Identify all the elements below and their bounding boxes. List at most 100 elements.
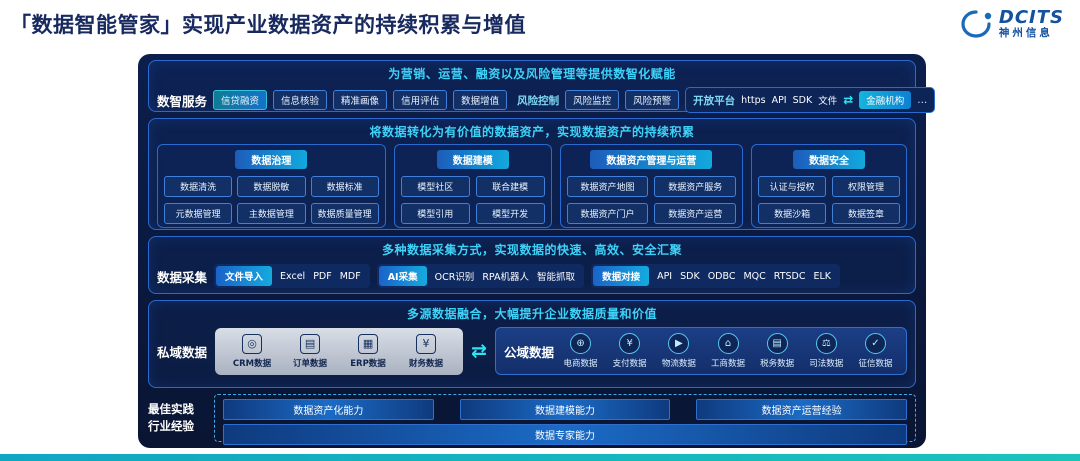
fusion-exchange-arrow-icon: ⇄ — [471, 340, 487, 362]
group-data-modeling: 数据建模 模型社区 联合建模 模型引用 模型开发 — [393, 144, 552, 228]
crm-label: CRM数据 — [232, 358, 272, 369]
connect-item-api[interactable]: API — [657, 270, 673, 282]
open-platform-item-api[interactable]: API — [771, 94, 787, 106]
service-row-label: 数智服务 — [157, 93, 208, 109]
tag-ai-collect[interactable]: AI采集 — [378, 266, 427, 286]
order-icon: ▤ — [300, 333, 321, 354]
file-item-excel[interactable]: Excel — [280, 270, 306, 282]
ai-item-smart-capture[interactable]: 智能抓取 — [537, 272, 576, 283]
service-row: 为营销、运营、融资以及风险管理等提供数智化赋能 数智服务 信贷融资 信息核验 精… — [148, 60, 936, 113]
logistics-label: 物流数据 — [661, 359, 696, 369]
asset-chip-portal[interactable]: 数据资产门户 — [566, 203, 649, 224]
model-chip-develop[interactable]: 模型开发 — [475, 203, 545, 224]
page-title: 「数据智能管家」实现产业数据资产的持续积累与增值 — [10, 13, 526, 37]
security-chip-sandbox[interactable]: 数据沙箱 — [758, 203, 827, 224]
asset-chip-map[interactable]: 数据资产地图 — [566, 176, 649, 197]
business-registry-icon: ⌂ — [717, 333, 739, 354]
tax-icon: ▤ — [766, 333, 788, 354]
connect-item-mqc[interactable]: MQC — [743, 270, 766, 282]
ai-item-rpa[interactable]: RPA机器人 — [482, 272, 530, 283]
open-platform-item-sdk[interactable]: SDK — [792, 94, 813, 106]
gov-chip-standard[interactable]: 数据标准 — [310, 176, 379, 197]
open-platform-item-file[interactable]: 文件 — [818, 96, 838, 107]
practice-bar-assetization[interactable]: 数据资产化能力 — [223, 399, 434, 420]
private-data-box: ◎ CRM数据 ▤ 订单数据 ▦ ERP数据 ¥ 财务数据 — [215, 327, 464, 375]
ecommerce-label: 电商数据 — [563, 359, 598, 369]
public-item-ecommerce: ⊕ 电商数据 — [558, 333, 603, 369]
gov-chip-metadata[interactable]: 元数据管理 — [164, 203, 233, 224]
erp-label: ERP数据 — [350, 358, 386, 369]
open-platform-item-https[interactable]: https — [741, 94, 766, 106]
gov-chip-quality[interactable]: 数据质量管理 — [310, 203, 379, 224]
public-data-label: 公域数据 — [503, 344, 554, 360]
practice-bar-expert[interactable]: 数据专家能力 — [223, 424, 907, 445]
finance-icon: ¥ — [416, 333, 437, 354]
collect-bar-data-connect: 数据对接 API SDK ODBC MQC RTSDC ELK — [591, 264, 841, 288]
service-chip-credit-eval[interactable]: 信用评估 — [393, 90, 448, 110]
risk-chip-monitor[interactable]: 风险监控 — [565, 90, 620, 110]
collect-bar-ai: AI采集 OCR识别 RPA机器人 智能抓取 — [376, 264, 585, 288]
tax-label: 税务数据 — [760, 359, 795, 369]
connect-item-sdk[interactable]: SDK — [680, 270, 700, 282]
private-item-erp: ▦ ERP数据 — [343, 333, 393, 369]
model-chip-community[interactable]: 模型社区 — [400, 176, 470, 197]
practice-label-line2: 行业经验 — [148, 419, 194, 433]
asset-chip-service[interactable]: 数据资产服务 — [654, 176, 737, 197]
security-chip-permission[interactable]: 权限管理 — [832, 176, 900, 197]
dcits-logo: DCITS 神州信息 — [959, 8, 1064, 39]
ai-item-ocr[interactable]: OCR识别 — [434, 272, 475, 283]
group-title-governance: 数据治理 — [235, 150, 308, 169]
group-title-modeling: 数据建模 — [436, 150, 509, 169]
practice-bar-operation-exp[interactable]: 数据资产运营经验 — [696, 399, 908, 420]
file-item-pdf[interactable]: PDF — [313, 270, 332, 282]
logistics-icon: ▶ — [668, 333, 690, 354]
model-chip-reference[interactable]: 模型引用 — [400, 203, 470, 224]
more-ellipsis: … — [917, 94, 928, 106]
financial-institution-badge[interactable]: 金融机构 — [859, 91, 912, 109]
gov-chip-masterdata[interactable]: 主数据管理 — [237, 203, 306, 224]
open-platform-label: 开放平台 — [693, 94, 736, 107]
practice-box: 数据资产化能力 数据建模能力 数据资产运营经验 数据专家能力 — [214, 394, 916, 445]
credit-icon: ✓ — [864, 333, 886, 354]
fusion-row: 多源数据融合，大幅提升企业数据质量和价值 私域数据 ◎ CRM数据 ▤ 订单数据… — [148, 300, 916, 388]
group-data-governance: 数据治理 数据清洗 数据脱敏 数据标准 元数据管理 主数据管理 数据质量管理 — [157, 144, 386, 228]
security-chip-signature[interactable]: 数据签章 — [832, 203, 900, 224]
service-chip-credit-finance[interactable]: 信贷融资 — [213, 90, 268, 110]
payment-label: 支付数据 — [612, 359, 647, 369]
security-chip-auth[interactable]: 认证与授权 — [758, 176, 827, 197]
asset-row-header: 将数据转化为有价值的数据资产，实现数据资产的持续积累 — [369, 125, 695, 139]
gov-chip-cleaning[interactable]: 数据清洗 — [164, 176, 233, 197]
practice-bar-modeling[interactable]: 数据建模能力 — [459, 399, 671, 420]
private-item-finance: ¥ 财务数据 — [401, 333, 451, 369]
tag-file-import[interactable]: 文件导入 — [216, 266, 273, 286]
finance-label: 财务数据 — [409, 358, 444, 369]
dcits-swoosh-icon — [961, 10, 992, 38]
judicial-label: 司法数据 — [809, 359, 844, 369]
main-panel: 为营销、运营、融资以及风险管理等提供数智化赋能 数智服务 信贷融资 信息核验 精… — [138, 54, 936, 448]
order-label: 订单数据 — [293, 358, 328, 369]
asset-chip-operation[interactable]: 数据资产运营 — [654, 203, 737, 224]
risk-chip-alert[interactable]: 风险预警 — [625, 90, 680, 110]
connect-item-elk[interactable]: ELK — [813, 270, 832, 282]
judicial-icon: ⚖ — [815, 333, 837, 354]
service-chip-info-verify[interactable]: 信息核验 — [273, 90, 328, 110]
gov-chip-masking[interactable]: 数据脱敏 — [237, 176, 306, 197]
payment-icon: ¥ — [619, 333, 641, 354]
service-chip-data-value[interactable]: 数据增值 — [453, 90, 508, 110]
asset-row: 将数据转化为有价值的数据资产，实现数据资产的持续积累 数据治理 数据清洗 数据脱… — [148, 118, 916, 230]
ecommerce-icon: ⊕ — [570, 333, 592, 354]
erp-icon: ▦ — [358, 333, 379, 354]
connect-item-rtsdc[interactable]: RTSDC — [773, 270, 806, 282]
collect-row: 多种数据采集方式，实现数据的快速、高效、安全汇聚 数据采集 文件导入 Excel… — [148, 236, 916, 294]
service-row-header: 为营销、运营、融资以及风险管理等提供数智化赋能 — [388, 67, 676, 81]
public-item-logistics: ▶ 物流数据 — [656, 333, 701, 369]
group-title-security: 数据安全 — [793, 150, 866, 169]
fusion-row-header: 多源数据融合，大幅提升企业数据质量和价值 — [406, 307, 657, 321]
tag-data-connect[interactable]: 数据对接 — [593, 266, 650, 286]
connect-item-odbc[interactable]: ODBC — [707, 270, 736, 282]
model-chip-joint[interactable]: 联合建模 — [475, 176, 545, 197]
file-item-mdf[interactable]: MDF — [339, 270, 361, 282]
practice-label-line1: 最佳实践 — [148, 402, 194, 417]
practice-row-label: 最佳实践 行业经验 — [148, 394, 206, 442]
service-chip-precise-profile[interactable]: 精准画像 — [333, 90, 388, 110]
